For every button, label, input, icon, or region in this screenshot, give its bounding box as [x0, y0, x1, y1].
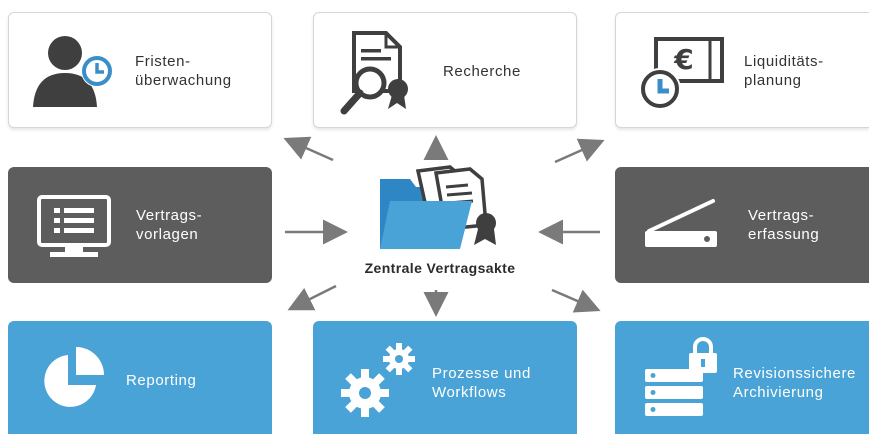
person-clock-icon [33, 36, 113, 107]
tile-vertragsvorlagen[interactable]: Vertrags- vorlagen [8, 167, 272, 283]
tile-label-prozesse: Prozesse und Workflows [432, 365, 531, 401]
arrow-to-reporting [287, 284, 337, 311]
euro-clock-icon: € [639, 37, 724, 110]
tile-label-vorlagen: Vertrags- vorlagen [136, 207, 203, 243]
tile-revisionssichere-archivierung[interactable]: Revisionssichere Archivierung [615, 321, 869, 434]
arrow-to-archivierung [551, 288, 601, 313]
tile-recherche[interactable]: Recherche [313, 12, 577, 128]
center-label: Zentrale Vertragsakte [364, 260, 516, 276]
monitor-list-icon [37, 195, 111, 257]
tile-label-recherche: Recherche [443, 63, 521, 80]
gears-icon [341, 343, 415, 417]
tile-liquiditaetsplanung[interactable]: € Liquiditäts- planung [615, 12, 869, 128]
tile-label-reporting: Reporting [126, 372, 197, 389]
tile-fristenueberwachung[interactable]: Fristen- überwachung [8, 12, 272, 128]
pie-chart-icon [44, 347, 104, 407]
tile-label-liquiditaet: Liquiditäts- planung [744, 53, 824, 89]
arrow-to-liquiditaet [554, 138, 605, 164]
tile-reporting[interactable]: Reporting [8, 321, 272, 434]
scanner-icon [645, 199, 717, 247]
tile-vertragserfassung[interactable]: Vertrags- erfassung [615, 167, 869, 283]
tile-label-archivierung: Revisionssichere Archivierung [733, 365, 856, 401]
tile-prozesse-workflows[interactable]: Prozesse und Workflows [313, 321, 577, 434]
document-magnifier-icon [340, 31, 408, 115]
arrow-to-fristen [283, 136, 334, 162]
tile-label-erfassung: Vertrags- erfassung [748, 207, 820, 243]
folder-documents-icon [380, 165, 496, 249]
svg-text:€: € [673, 43, 693, 76]
server-lock-icon [645, 337, 717, 416]
tile-label-fristen: Fristen- überwachung [135, 53, 232, 89]
